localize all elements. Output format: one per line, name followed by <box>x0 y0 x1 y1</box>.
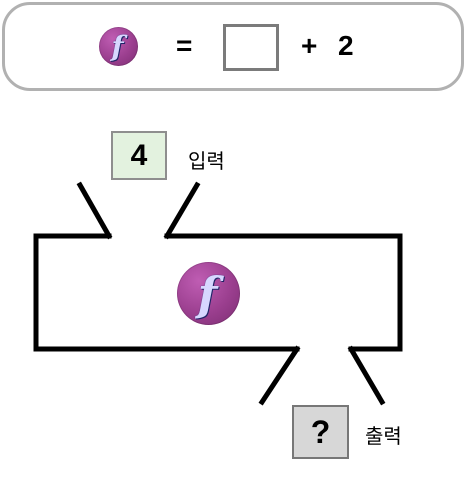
equals-sign: = <box>176 30 193 61</box>
input-funnel-right-line <box>163 181 201 240</box>
machine-left-outline <box>33 233 300 352</box>
output-label: 출력 <box>365 424 402 448</box>
output-value-box: ? <box>292 405 349 459</box>
output-funnel-right-line <box>347 345 386 406</box>
input-funnel-left-line <box>76 181 113 240</box>
rule-addend: 2 <box>338 30 354 61</box>
output-funnel-left-line <box>258 345 301 406</box>
plus-sign: + <box>301 30 318 61</box>
function-f-icon: f <box>99 27 138 66</box>
input-value-box: 4 <box>111 131 167 180</box>
function-machine-f-glyph: f <box>197 266 218 321</box>
input-value: 4 <box>130 138 148 172</box>
input-label: 입력 <box>188 149 225 173</box>
function-f-glyph: f <box>111 29 124 63</box>
rule-equation-box <box>2 2 464 91</box>
output-value: ? <box>310 414 331 450</box>
function-machine-f-icon: f <box>177 262 240 325</box>
machine-right-outline <box>164 233 403 352</box>
blank-answer-box[interactable] <box>223 24 279 71</box>
